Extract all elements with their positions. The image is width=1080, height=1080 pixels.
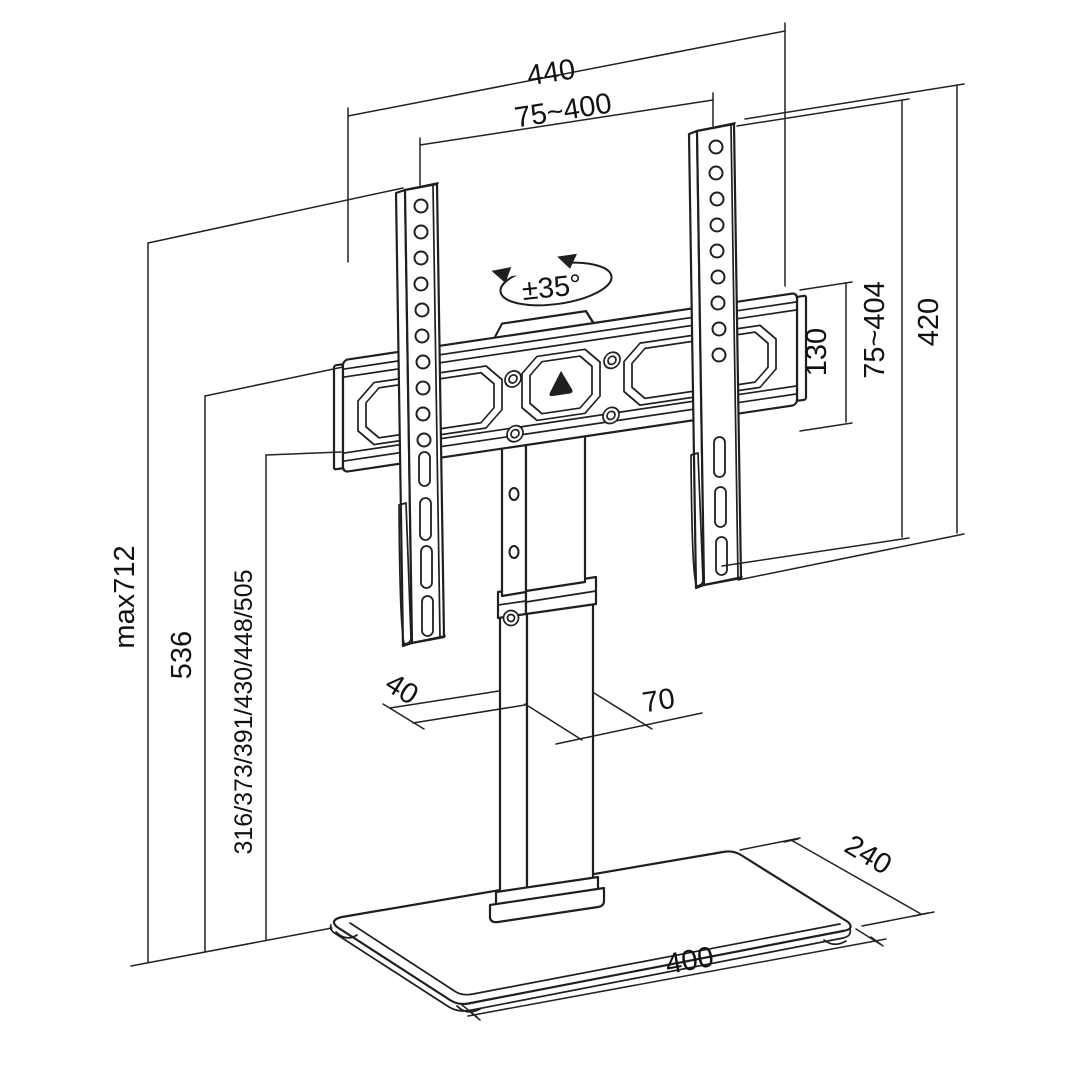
dim-adjust-heights [265,451,342,941]
bracket-cutout-center [521,348,601,422]
dim-label-adjust-heights: 316/373/391/430/448/505 [230,570,258,855]
dim-label-vesa-width: 75~400 [512,88,613,135]
base-foot-front [456,1005,481,1013]
rail-strap [690,452,704,587]
base-plate [329,850,852,1013]
dim-label-column-width: 70 [640,683,677,720]
swivel-arrow-right [557,253,577,269]
dim-baseline [130,927,333,967]
dim-label-rail-height: 420 [913,298,945,346]
dim-label-plate-height: 130 [801,328,833,376]
base-foot-right [823,939,847,946]
left-vesa-rail [394,182,446,648]
mounting-bracket [332,292,808,473]
dim-label-column-depth: 40 [379,667,423,711]
dim-base-width [461,928,887,1021]
bracket-cutout-right [623,324,777,407]
column-hole [508,545,520,559]
dim-label-overall-width: 440 [525,53,578,92]
column-foot-base [488,886,606,924]
rail-strap [398,502,412,645]
dim-label-bracket-height: 536 [166,631,198,679]
dim-label-swivel: ±35° [520,269,583,307]
base-foot-left [335,931,358,939]
swivel-indicator [491,248,613,307]
dim-plate-height [799,281,853,432]
dim-overall-width [347,22,786,287]
support-column-lower [488,600,606,924]
dim-rail-height [737,83,965,581]
up-arrow-icon [549,370,573,397]
right-vesa-rail [687,122,743,590]
dimension-lines [130,22,965,1021]
dim-column-depth [382,690,526,730]
bracket-cutout-left [357,365,503,446]
bracket-left-cap [332,363,345,471]
dim-label-vesa-height: 75~404 [859,281,891,379]
dim-bracket-height [204,366,344,952]
dim-base-depth [739,837,935,927]
dim-max-height [147,187,404,963]
dim-column-width [524,692,703,745]
column-hole [508,487,520,501]
dim-label-base-depth: 240 [839,829,897,881]
dim-vesa-height [721,98,910,567]
swivel-arrow-left [491,267,512,284]
dim-label-max-height: max712 [109,545,141,648]
dim-vesa-width [419,92,714,186]
